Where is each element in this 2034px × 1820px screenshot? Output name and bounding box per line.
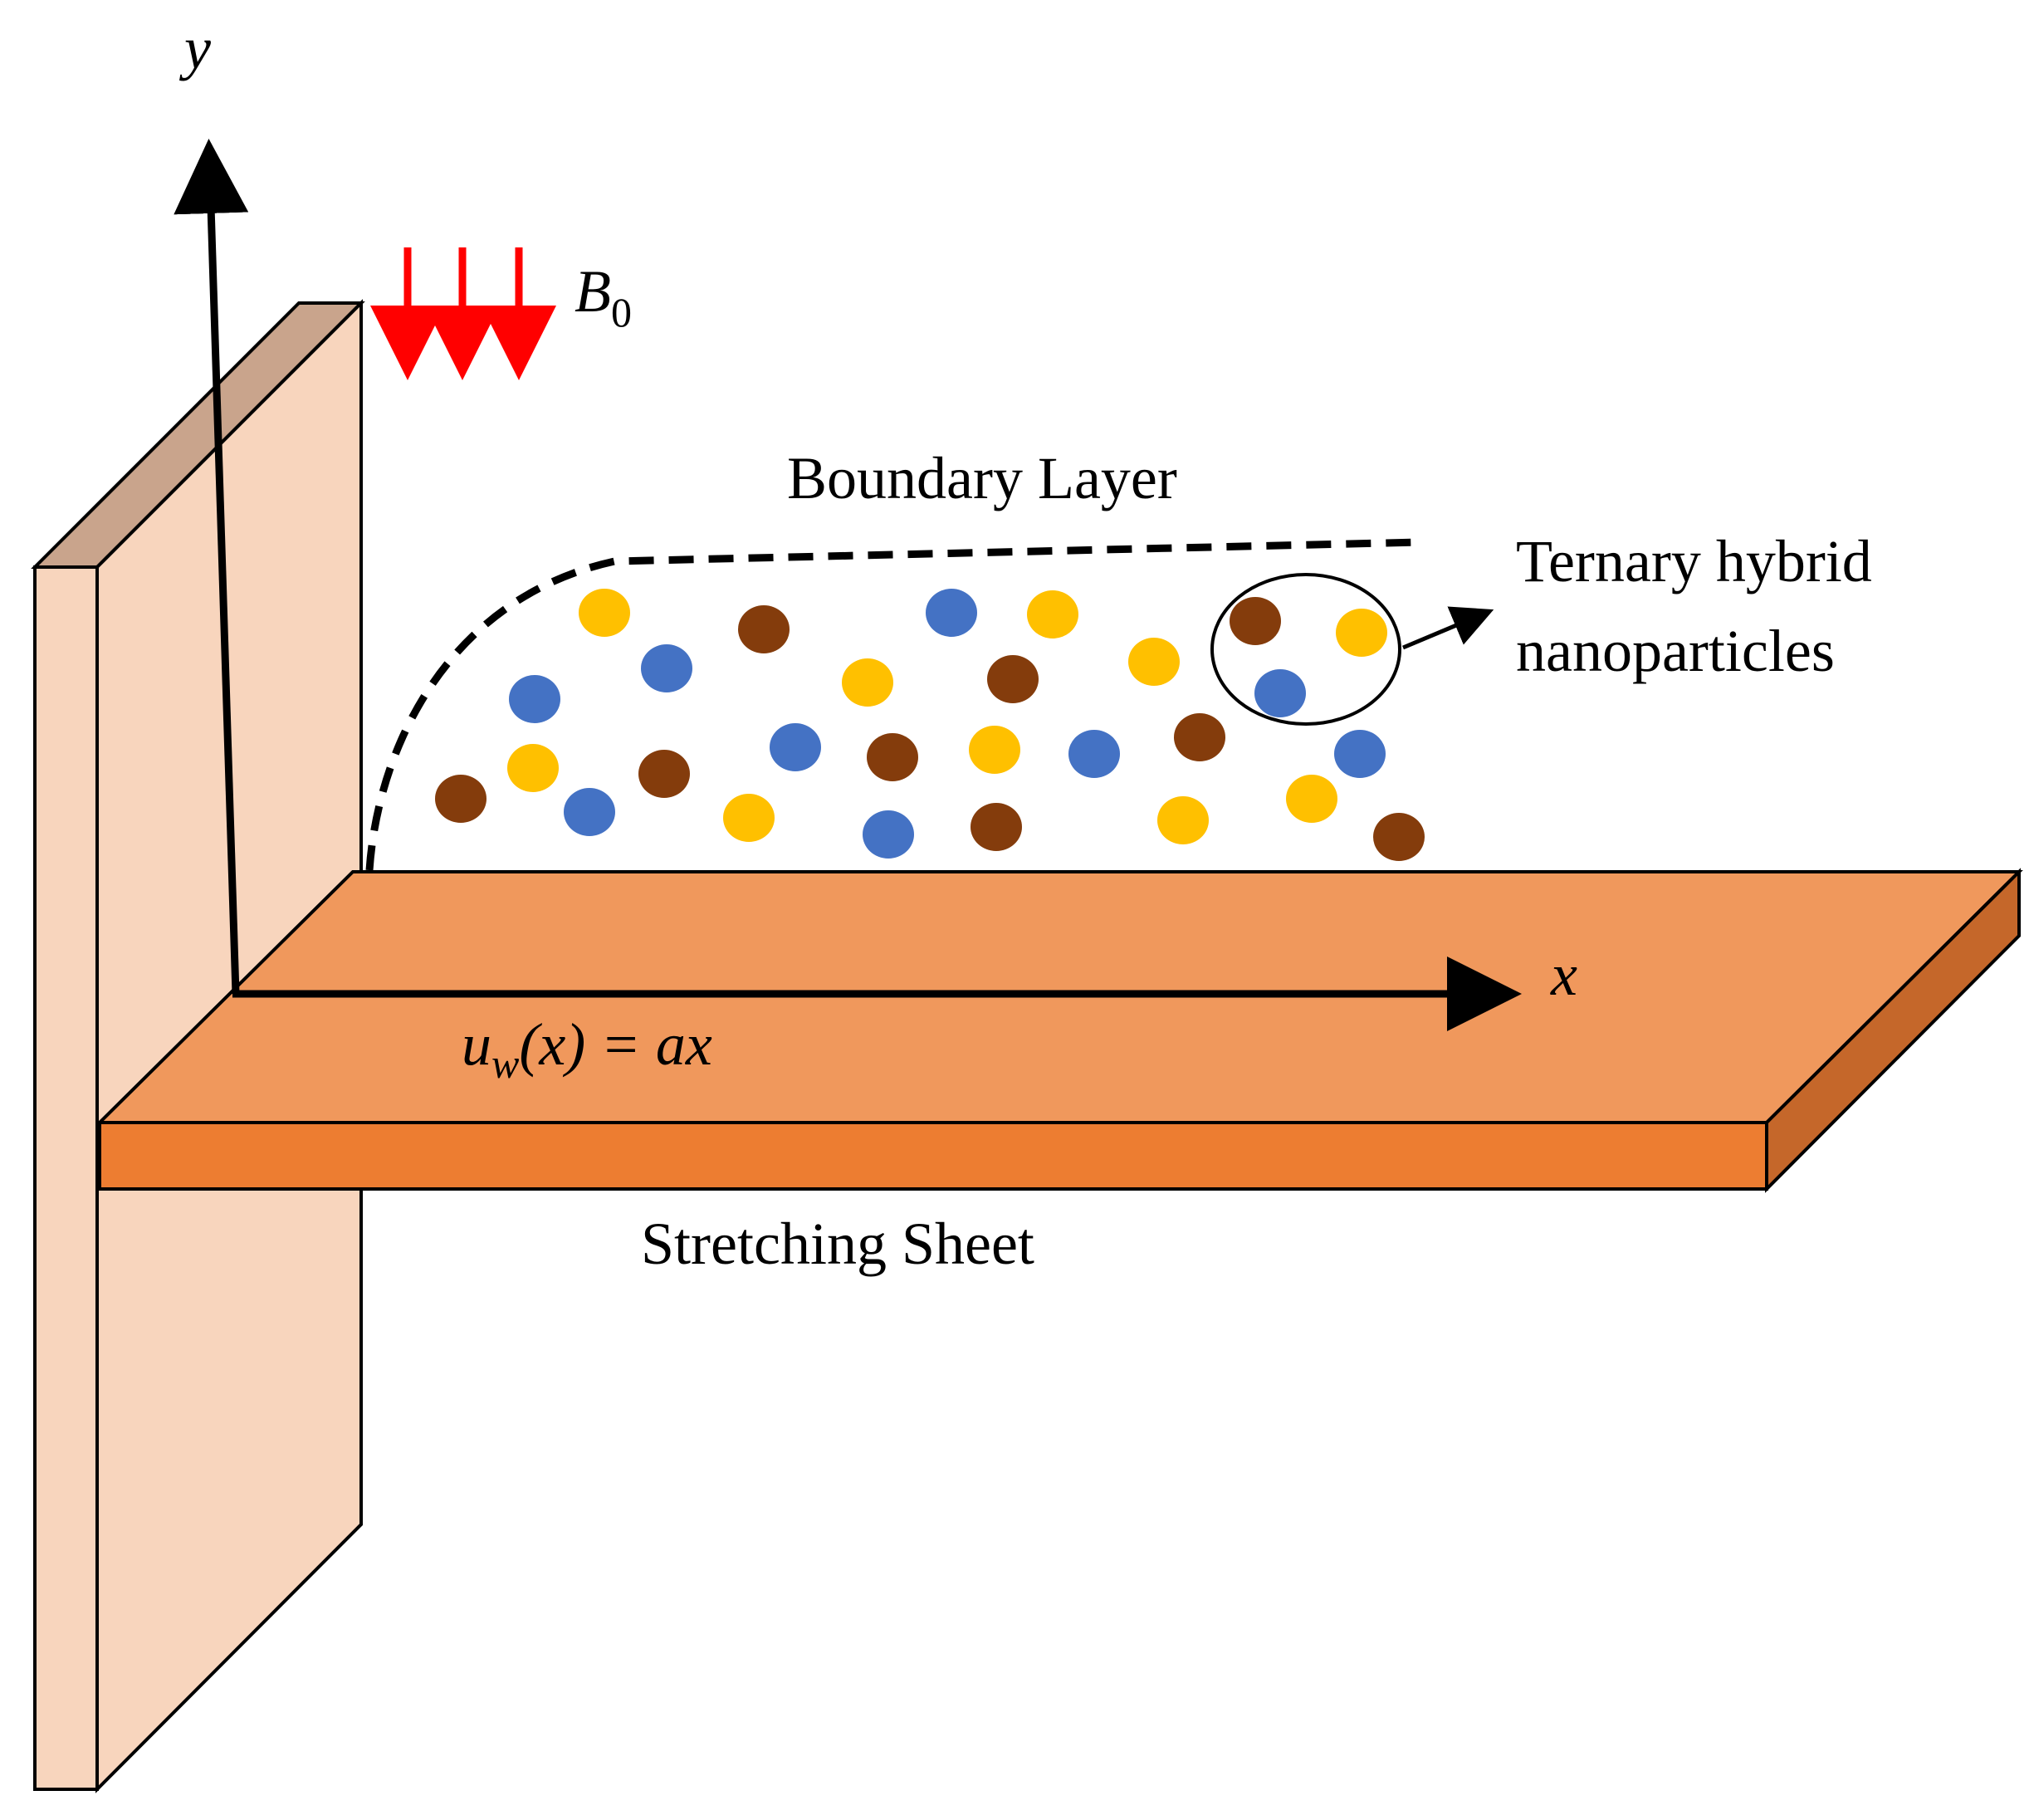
nanoparticle-yellow bbox=[842, 658, 893, 707]
nanoparticle-brown bbox=[435, 775, 486, 823]
nanoparticle-brown bbox=[738, 605, 790, 653]
velocity-subscript: w bbox=[491, 1040, 519, 1087]
stretching-sheet-label: Stretching Sheet bbox=[641, 1211, 1034, 1277]
nanoparticle-yellow bbox=[507, 744, 559, 792]
nanoparticle-blue bbox=[1334, 730, 1386, 778]
nanoparticle-yellow bbox=[1128, 638, 1180, 686]
y-axis-label: y bbox=[178, 15, 211, 81]
magnetic-field-label: B0 bbox=[575, 258, 632, 335]
nanoparticle-yellow bbox=[1286, 775, 1337, 823]
velocity-u: u bbox=[462, 1011, 491, 1078]
nanoparticle-yellow bbox=[579, 589, 630, 637]
nanoparticle-blue bbox=[1254, 669, 1306, 717]
nanoparticle-brown bbox=[971, 803, 1022, 851]
nanoparticle-blue bbox=[770, 723, 821, 771]
nanoparticles-label-line2: nanoparticles bbox=[1516, 618, 1835, 684]
magnetic-field-subscript: 0 bbox=[611, 289, 632, 335]
nanoparticle-blue bbox=[1068, 730, 1120, 778]
nanoparticle-callout-ellipse bbox=[1210, 573, 1401, 726]
velocity-rest: (x) = ax bbox=[519, 1011, 711, 1078]
nanoparticle-callout-arrow bbox=[1402, 606, 1494, 650]
nanoparticle-yellow bbox=[1157, 796, 1209, 844]
nanoparticle-brown bbox=[987, 655, 1039, 703]
boundary-layer-curve bbox=[365, 538, 1420, 871]
wall-velocity-equation: uw(x) = ax bbox=[462, 1011, 712, 1087]
sheet-front-face bbox=[98, 1121, 1768, 1191]
nanoparticle-blue bbox=[926, 589, 977, 637]
nanoparticle-yellow bbox=[723, 794, 775, 842]
nanoparticle-blue bbox=[509, 675, 560, 723]
nanoparticle-yellow bbox=[1027, 590, 1078, 638]
nanoparticles-label-line1: Ternary hybrid bbox=[1516, 528, 1872, 594]
magnetic-field-arrows bbox=[370, 247, 556, 380]
nanoparticle-brown bbox=[1230, 597, 1281, 645]
nanoparticle-brown bbox=[638, 750, 690, 798]
wall-front-face bbox=[33, 565, 99, 1791]
nanoparticle-blue bbox=[564, 788, 615, 836]
stretching-sheet bbox=[95, 868, 2023, 1193]
boundary-layer-label: Boundary Layer bbox=[787, 445, 1177, 511]
nanoparticle-brown bbox=[867, 733, 918, 781]
nanoparticle-brown bbox=[1174, 713, 1225, 761]
nanoparticle-blue bbox=[863, 810, 914, 859]
x-axis-label: x bbox=[1550, 942, 1577, 1008]
nanoparticle-blue bbox=[641, 644, 692, 692]
magnetic-field-symbol: B bbox=[575, 258, 611, 325]
nanoparticle-brown bbox=[1373, 813, 1425, 861]
y-axis-arrow bbox=[174, 139, 249, 995]
nanoparticle-yellow bbox=[969, 726, 1020, 774]
nanoparticle-yellow bbox=[1336, 609, 1387, 657]
nanoparticle-cloud bbox=[435, 589, 1425, 861]
